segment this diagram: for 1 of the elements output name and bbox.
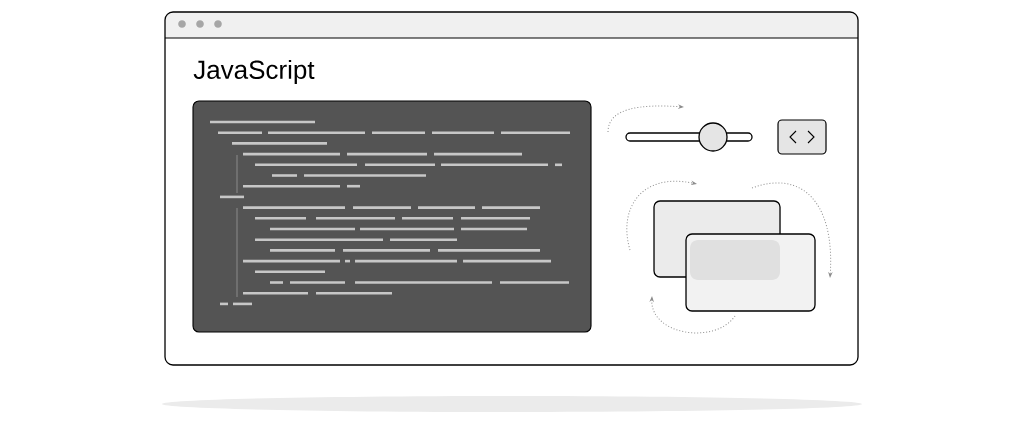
- page-heading: JavaScript: [193, 59, 315, 85]
